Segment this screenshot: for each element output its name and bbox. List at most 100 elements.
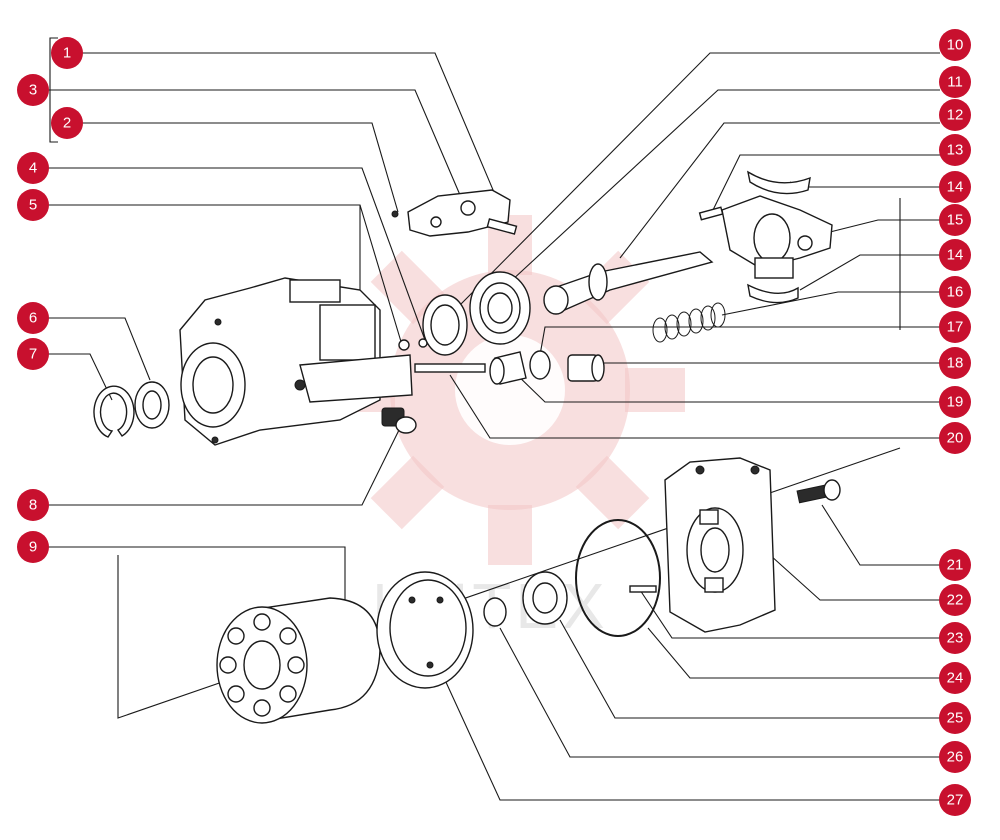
badge-23: 23 (939, 622, 971, 654)
svg-text:16: 16 (947, 284, 964, 301)
o-ring-4-part (398, 339, 410, 351)
swash-plate-15-part (721, 195, 833, 279)
leader-17 (539, 326, 940, 356)
leader-24 (647, 627, 940, 679)
badge-14b: 14 (939, 239, 971, 271)
svg-text:19: 19 (947, 394, 964, 411)
plug-screw-8-part (381, 407, 417, 434)
badge-20: 20 (939, 422, 971, 454)
leader-11 (509, 89, 940, 283)
leader-15 (829, 219, 940, 233)
badge-22: 22 (939, 584, 971, 616)
leader-10 (459, 52, 940, 306)
svg-text:18: 18 (947, 355, 964, 372)
svg-text:4: 4 (29, 160, 37, 177)
sleeve-19-part (489, 351, 527, 385)
badge-17: 17 (939, 311, 971, 343)
leader-14b (799, 254, 940, 291)
cylinder-block-9-part (216, 597, 381, 724)
leader-8 (48, 427, 401, 506)
badge-18: 18 (939, 347, 971, 379)
half-bearing-14b-part (747, 283, 799, 304)
badge-12: 12 (939, 99, 971, 131)
svg-text:3: 3 (29, 82, 37, 99)
svg-text:7: 7 (29, 346, 37, 363)
svg-text:26: 26 (947, 749, 964, 766)
svg-text:6: 6 (29, 310, 37, 327)
leader-13 (711, 154, 940, 213)
pump-housing-part (179, 277, 413, 446)
half-bearing-14a-part (747, 170, 811, 195)
leader-20 (449, 374, 940, 439)
leader-7 (48, 353, 113, 401)
badge-2: 2 (51, 107, 83, 139)
svg-text:9: 9 (29, 539, 37, 556)
leader-6 (48, 317, 151, 381)
leader-2 (80, 122, 399, 213)
leader-3 (48, 89, 461, 196)
badge-11: 11 (939, 66, 971, 98)
leader-16 (721, 291, 940, 316)
badge-3: 3 (17, 74, 49, 106)
leader-12 (619, 122, 940, 259)
badge-21: 21 (939, 549, 971, 581)
badge-9: 9 (17, 531, 49, 563)
svg-text:23: 23 (947, 630, 964, 647)
svg-text:1: 1 (63, 45, 71, 62)
badge-26: 26 (939, 741, 971, 773)
badge-24: 24 (939, 662, 971, 694)
svg-text:2: 2 (63, 115, 71, 132)
svg-text:12: 12 (947, 107, 964, 124)
badge-25: 25 (939, 702, 971, 734)
svg-text:17: 17 (947, 319, 964, 336)
drive-shaft-12-part (543, 251, 714, 315)
badge-16: 16 (939, 276, 971, 308)
spring-16-part (652, 302, 726, 343)
seal-ring-10-part (422, 294, 468, 356)
o-ring-24-part (575, 519, 661, 637)
svg-text:10: 10 (947, 37, 964, 54)
svg-text:27: 27 (947, 792, 964, 809)
svg-text:22: 22 (947, 592, 964, 609)
pin-20-part (414, 363, 486, 373)
bolt-21-part (796, 479, 841, 504)
svg-text:21: 21 (947, 557, 964, 574)
badge-27: 27 (939, 784, 971, 816)
leader-27 (444, 679, 940, 801)
leader-14a (789, 181, 940, 188)
svg-text:25: 25 (947, 710, 964, 727)
badge-1: 1 (51, 37, 83, 69)
leader-9 (48, 546, 346, 610)
parts (93, 170, 841, 724)
badge-15: 15 (939, 204, 971, 236)
badge-5: 5 (17, 189, 49, 221)
bearing-25-part (522, 571, 568, 625)
ring-17-part (529, 350, 551, 380)
pin-23-part (629, 585, 657, 593)
shaft-seal-6-part (134, 381, 170, 429)
badge-4: 4 (17, 152, 49, 184)
leader-1 (80, 52, 511, 231)
bearing-11-part (469, 271, 531, 345)
label-badges: 1 3 2 4 5 6 7 8 9 10 11 12 13 14 15 14 1… (17, 29, 971, 816)
badge-7: 7 (17, 338, 49, 370)
leader-25 (559, 619, 940, 719)
svg-text:5: 5 (29, 197, 37, 214)
svg-text:13: 13 (947, 142, 964, 159)
badge-19: 19 (939, 386, 971, 418)
svg-text:8: 8 (29, 497, 37, 514)
leader-26 (499, 627, 940, 758)
leader-21 (821, 504, 940, 566)
leader-9-diag (117, 447, 901, 719)
badge-8: 8 (17, 489, 49, 521)
leader-22 (769, 554, 940, 601)
circlip-7-part (93, 385, 135, 438)
ring-26-part (483, 597, 507, 627)
svg-text:11: 11 (947, 74, 963, 91)
control-valve-part (391, 189, 518, 237)
leader-23 (639, 589, 940, 639)
badge-13: 13 (939, 134, 971, 166)
leader-4 (48, 167, 426, 341)
pin-13-part (698, 206, 724, 221)
